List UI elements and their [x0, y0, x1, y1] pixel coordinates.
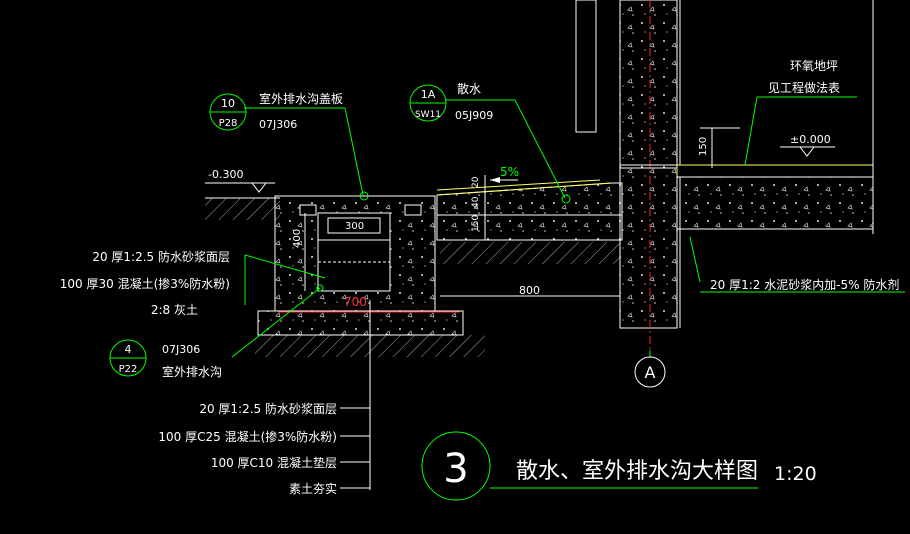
title-text: 散水、室外排水沟大样图 — [516, 459, 758, 484]
bottom-layer-4: 素土夯实 — [289, 481, 337, 496]
apron-callout-number: 1A — [421, 88, 436, 101]
indoor-level: ±0.000 — [790, 133, 831, 146]
axis-circle — [634, 356, 666, 388]
bottom-layer-1: 20 厚1:2.5 防水砂浆面层 — [199, 401, 337, 416]
left-layer-1: 20 厚1:2.5 防水砂浆面层 — [92, 249, 230, 264]
level-markers — [205, 146, 835, 193]
floor-slab — [620, 0, 874, 234]
cover-callout-number: 10 — [221, 97, 235, 110]
building-wall — [575, 0, 681, 350]
dimension-lines — [278, 127, 740, 313]
bottom-layer-2: 100 厚C25 混凝土(掺3%防水粉) — [158, 429, 337, 444]
trench-depth-dim: 400 — [292, 229, 303, 248]
dim-40: 40 — [471, 196, 481, 208]
dim-20: 20 — [471, 176, 481, 188]
apron-callout-title: 散水 — [457, 81, 481, 96]
dim-150-apron: 150 — [471, 215, 481, 232]
title-number: 3 — [443, 446, 468, 492]
trench-callout-title: 室外排水沟 — [162, 364, 222, 379]
left-layer-3: 2:8 灰土 — [151, 303, 198, 317]
wall-layer-note: 20 厚1:2 水泥砂浆内加-5% 防水剂 — [710, 277, 899, 292]
slope-label: 5% — [500, 165, 519, 179]
trench-width-dim: 300 — [345, 221, 364, 232]
leader-lines — [231, 96, 905, 490]
floor-finish-ref: 见工程做法表 — [768, 80, 840, 95]
total-width-dim: 700 — [344, 295, 367, 309]
dim-150-floor: 150 — [698, 137, 709, 156]
left-layer-2: 100 厚30 混凝土(掺3%防水粉) — [60, 276, 230, 291]
trench-callout-page: P22 — [119, 364, 138, 375]
apron-slab — [436, 179, 623, 241]
trench-callout-std: 07J306 — [162, 343, 200, 356]
cover-callout-std: 07J306 — [259, 118, 297, 131]
apron-callout-page: SW11 — [415, 110, 441, 120]
apron-callout-std: 05J909 — [455, 109, 493, 122]
floor-finish-note: 环氧地坪 — [790, 59, 838, 73]
title-scale: 1:20 — [774, 463, 817, 485]
cover-callout-title: 室外排水沟盖板 — [259, 91, 343, 106]
axis-label: A — [645, 363, 656, 382]
bottom-layer-3: 100 厚C10 混凝土垫层 — [211, 455, 337, 470]
apron-width-dim: 800 — [519, 284, 540, 297]
title-circle — [421, 431, 491, 501]
trench-callout-number: 4 — [125, 343, 132, 356]
outdoor-level: -0.300 — [208, 168, 243, 181]
drainage-trench — [257, 195, 464, 336]
cover-callout-page: P28 — [219, 118, 238, 129]
